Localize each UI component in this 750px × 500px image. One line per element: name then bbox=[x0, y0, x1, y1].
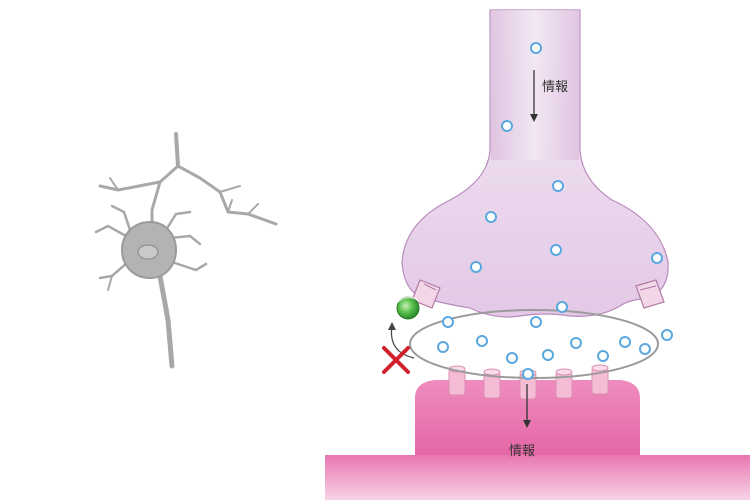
info-label-bottom: 情報 bbox=[509, 444, 535, 459]
vesicle-icon bbox=[661, 329, 673, 341]
vesicle-icon bbox=[501, 120, 513, 132]
info-arrow-top bbox=[530, 70, 538, 122]
vesicle-icon bbox=[530, 316, 542, 328]
reuptake-arrow-icon bbox=[388, 322, 415, 359]
vesicle-icon bbox=[442, 316, 454, 328]
vesicle-icon bbox=[597, 350, 609, 362]
vesicle-icon bbox=[556, 301, 568, 313]
vesicle-icon bbox=[470, 261, 482, 273]
reuptake-transporter-icon bbox=[635, 279, 665, 309]
vesicle-icon bbox=[552, 180, 564, 192]
vesicle-icon bbox=[550, 244, 562, 256]
receptors bbox=[448, 364, 609, 400]
vesicle-icon bbox=[542, 349, 554, 361]
vesicle-icon bbox=[570, 337, 582, 349]
vesicle-icon bbox=[522, 368, 534, 380]
vesicle-icon bbox=[639, 343, 651, 355]
reuptake-transporter-icon bbox=[411, 279, 441, 309]
synaptic-cleft-outline bbox=[409, 309, 659, 379]
receptor-icon bbox=[591, 364, 609, 395]
receptor-icon bbox=[483, 368, 501, 399]
neuron-illustration bbox=[94, 132, 278, 369]
neuron-soma bbox=[120, 220, 178, 280]
info-arrow-bottom bbox=[523, 384, 531, 428]
blocked-x-icon bbox=[382, 346, 410, 374]
vesicle-icon bbox=[530, 42, 542, 54]
vesicle-icon bbox=[437, 341, 449, 353]
vesicle-icon bbox=[476, 335, 488, 347]
receptor-icon bbox=[555, 368, 573, 399]
vesicle-icon bbox=[619, 336, 631, 348]
info-label-top: 情報 bbox=[542, 80, 568, 95]
vesicle-icon bbox=[506, 352, 518, 364]
vesicle-icon bbox=[485, 211, 497, 223]
transporter-blocker-icon bbox=[396, 296, 420, 320]
postsynaptic-base bbox=[325, 380, 750, 500]
vesicle-icon bbox=[651, 252, 663, 264]
vesicles bbox=[437, 42, 673, 380]
presynaptic-terminal bbox=[401, 9, 669, 318]
